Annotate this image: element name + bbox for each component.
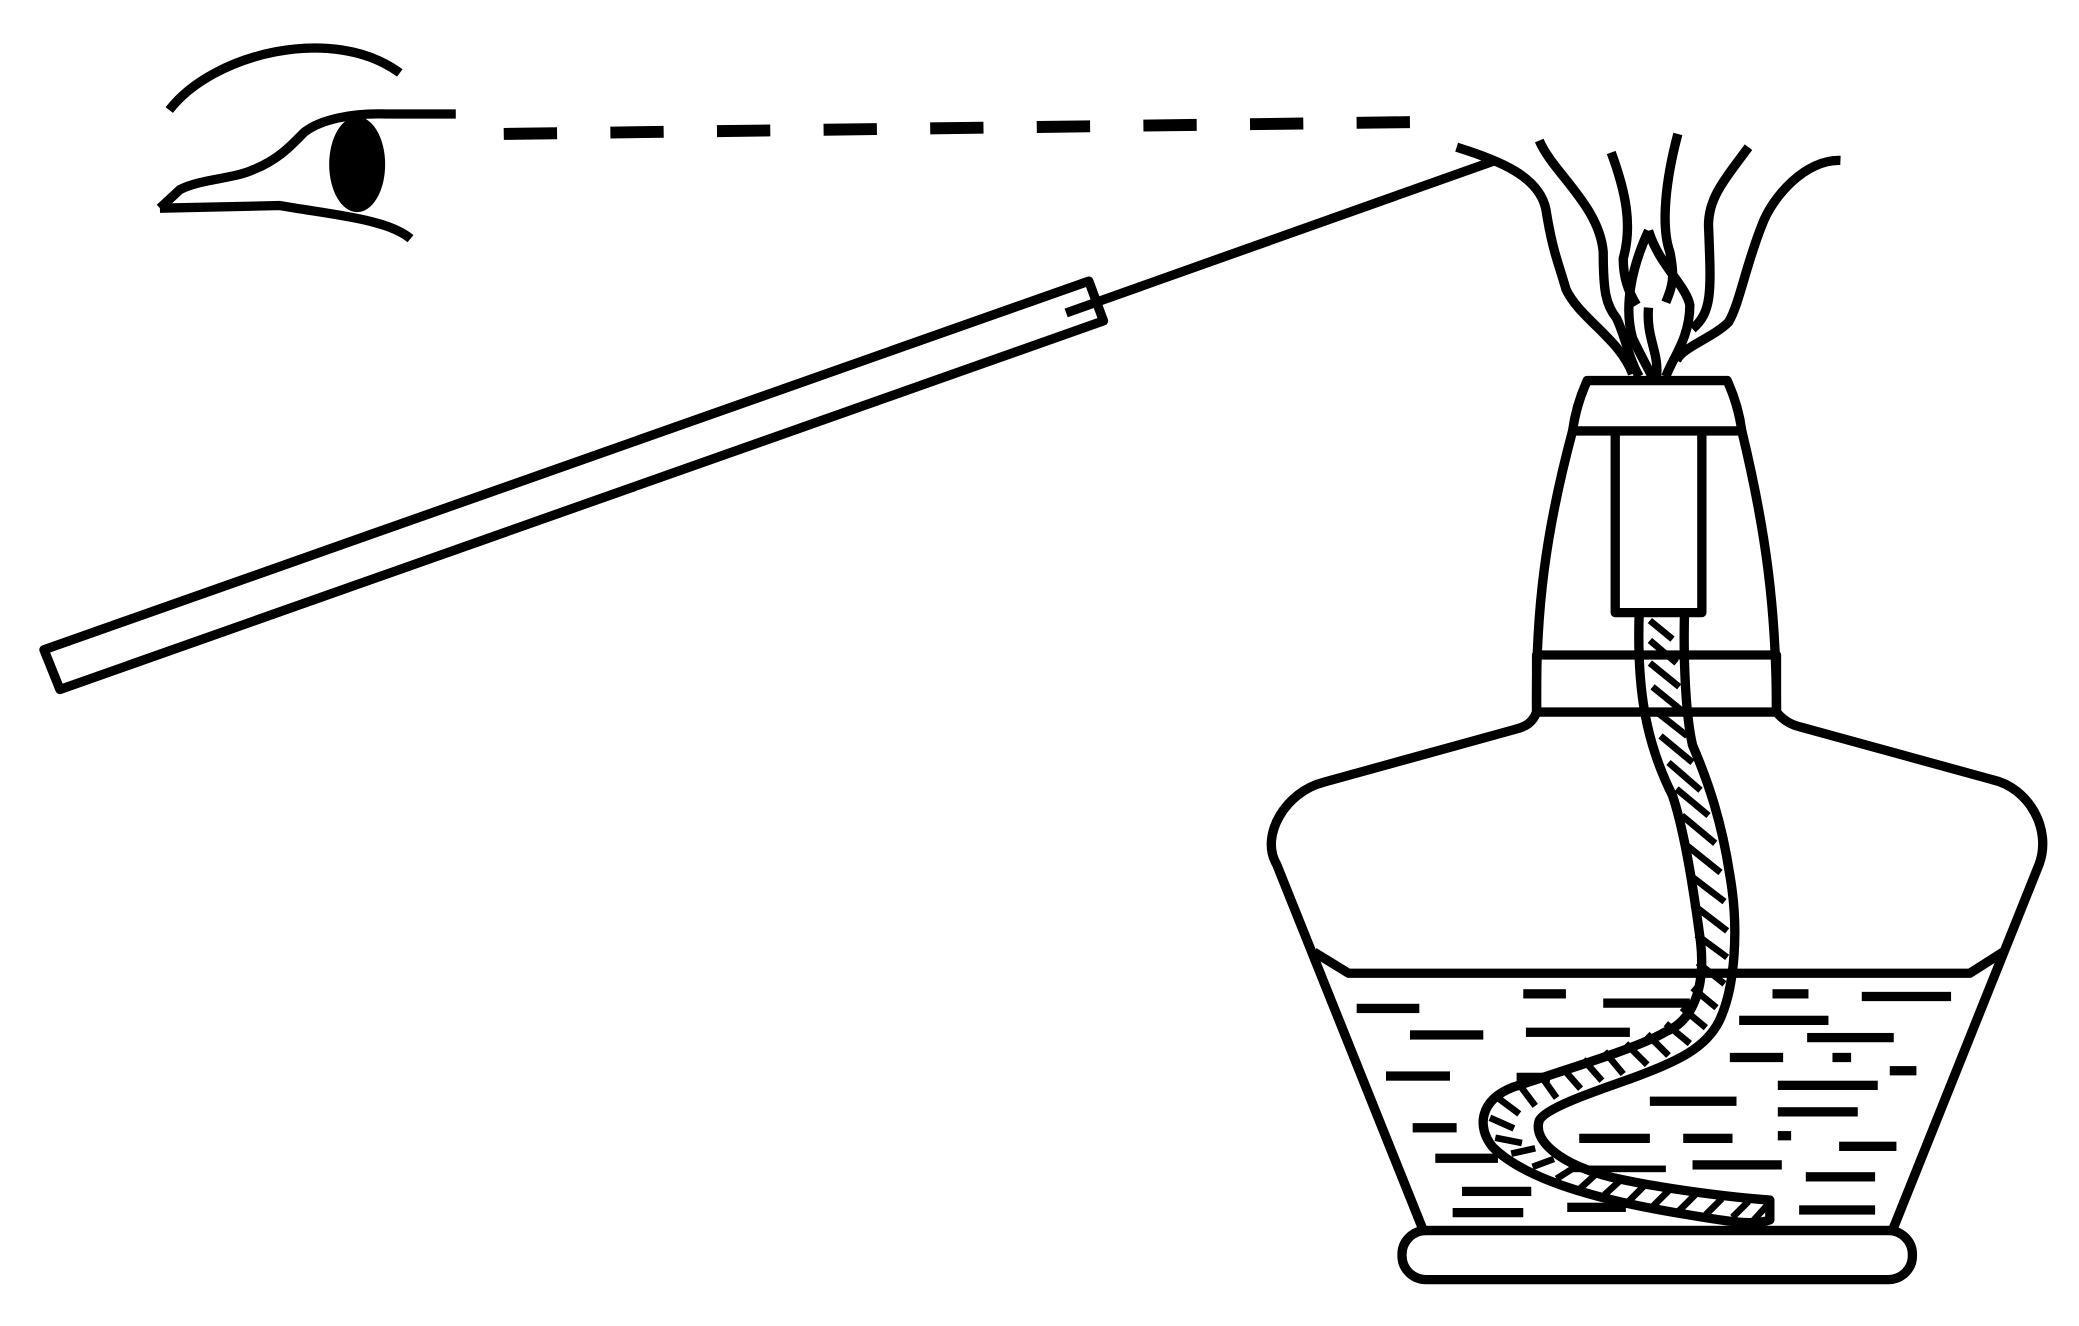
wick-hatching: [1488, 618, 1770, 1223]
wick-holder: [1610, 430, 1707, 618]
pupil: [329, 116, 386, 213]
wick: [1478, 612, 1775, 1228]
lower-eyelid: [159, 200, 414, 243]
alcohol-lamp-icon: [1266, 375, 2048, 1285]
wick-outline: [1478, 612, 1775, 1228]
line-of-sight: [503, 116, 1420, 140]
flame-outer-right: [1672, 155, 1841, 364]
flame-mid-right: [1660, 132, 1683, 304]
upper-eyelid: [156, 109, 456, 212]
stick-rod: [1064, 156, 1497, 318]
lamp-base: [1397, 1225, 1918, 1285]
flame-outer-left: [1455, 142, 1637, 376]
lamp-collar: [1531, 650, 1782, 717]
flame-icon: [1455, 132, 1841, 380]
eye-icon: [156, 43, 456, 243]
stick-icon: [39, 156, 1497, 695]
liquid-dashes: [1356, 989, 1952, 1218]
flame-left: [1534, 138, 1644, 379]
flame-right: [1689, 144, 1753, 333]
liquid-surface: [1311, 948, 2006, 978]
eyebrow: [165, 43, 403, 113]
stick-handle: [39, 276, 1109, 695]
lamp-cap-top: [1567, 375, 1747, 436]
